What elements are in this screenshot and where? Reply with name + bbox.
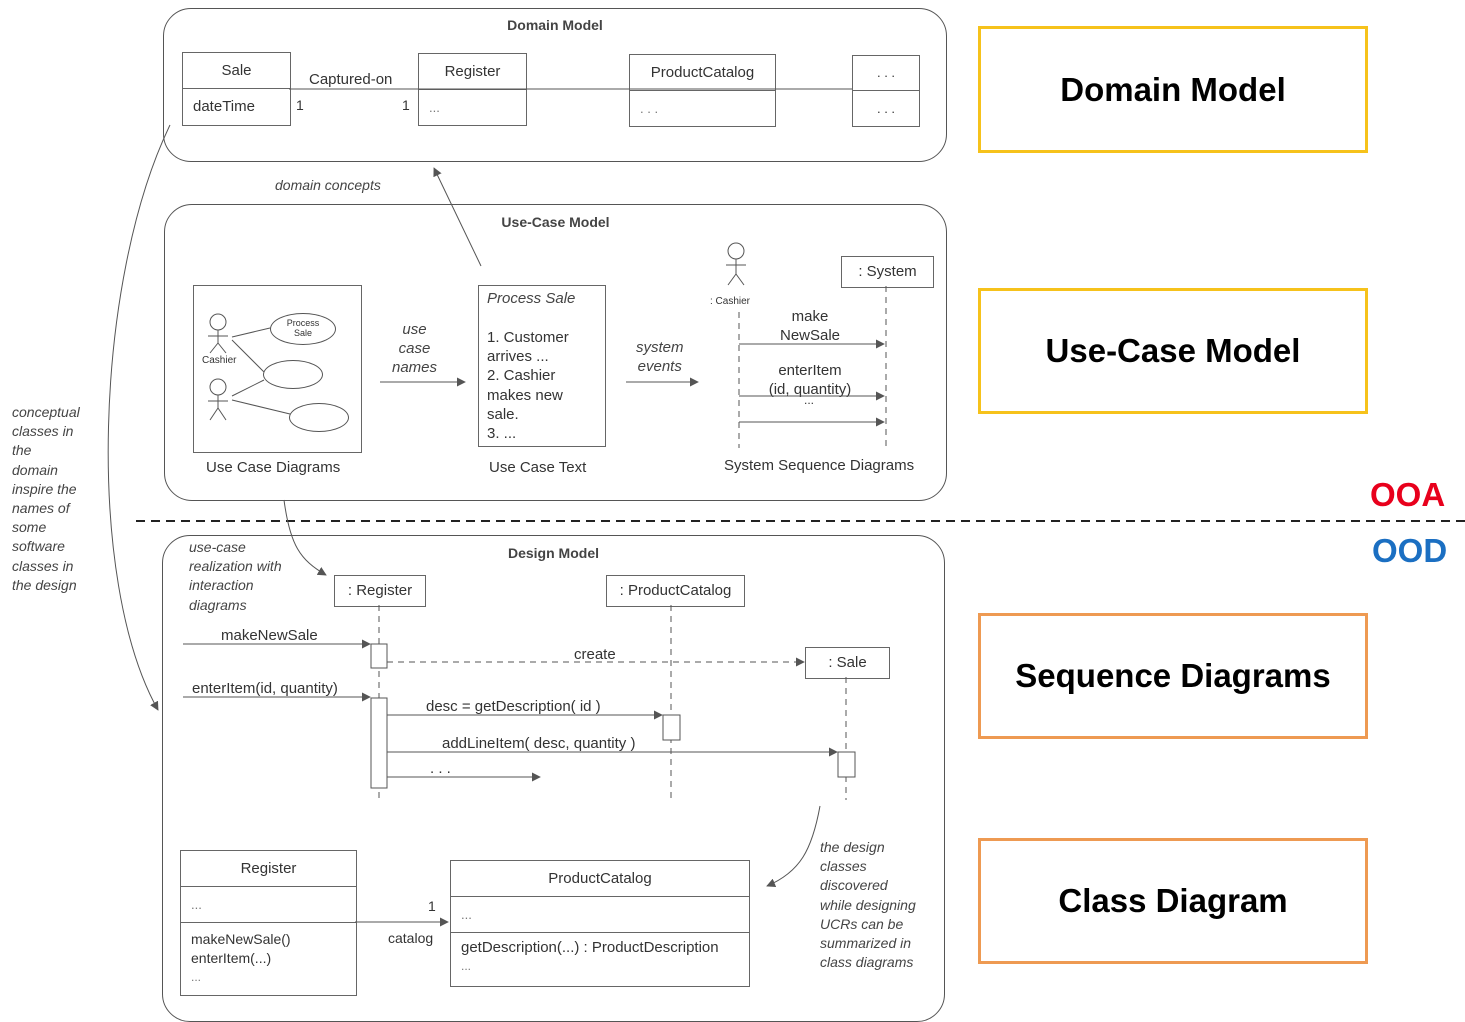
class-attr: ... [419,89,526,124]
msg-dots: . . . [430,760,451,777]
class-attr: dateTime [183,88,290,124]
ssd-msg-enter-item: enterItem (id, quantity) [768,362,852,398]
class-attr: . . . [853,90,919,125]
msg-make-new-sale: makeNewSale [221,627,318,644]
seq-sale-box: : Sale [805,647,890,679]
cashier-actor-label: Cashier [202,355,237,366]
class-attrs: ... [181,886,356,922]
system-sequence-diagrams-caption: System Sequence Diagrams [724,457,915,474]
class-ops: getDescription(...) : ProductDescription… [451,932,749,985]
side-note: conceptual classes in the domain inspire… [12,404,80,593]
use-case-model-panel: Use-Case Model [164,204,947,501]
class-name: Register [240,860,297,877]
seq-register-box: : Register [334,575,426,607]
conceptual-classes-curve [107,124,171,711]
ood-label: OOD [1372,532,1448,569]
use-case-bubble [289,403,349,432]
class-attr: . . . [630,90,775,125]
label-sequence-diagrams: Sequence Diagrams [978,613,1368,739]
domain-model-panel: Domain Model [163,8,947,162]
class-name: Sale [221,62,252,79]
msg-add-line-item: addLineItem( desc, quantity ) [442,735,636,752]
realization-note: use-case realization with interaction di… [189,539,282,613]
msg-create: create [574,646,616,663]
class-name: ProductCatalog [548,870,652,887]
register-class: Register ... [418,53,527,126]
process-sale-bubble: Process Sale [270,313,336,345]
use-case-text-box: Process Sale 1. Customer arrives ... 2. … [478,285,606,447]
msg-enter-item: enterItem(id, quantity) [192,680,338,697]
cd-product-catalog-class: ProductCatalog ... getDescription(...) :… [450,860,750,987]
class-name: . . . [876,65,896,80]
domain-concepts-label: domain concepts [275,177,381,193]
ssd-system-box: : System [841,256,934,288]
domain-model-title: Domain Model [507,17,603,33]
design-model-title: Design Model [507,545,599,561]
use-case-diagram-box [193,285,362,453]
use-case-names-label: use case names [392,321,438,376]
ssd-msg-make-new-sale: make NewSale [779,308,841,344]
product-catalog-class: ProductCatalog . . . [629,54,776,127]
assoc-label: Captured-on [309,71,393,88]
class-name: Register [444,63,501,80]
assoc-left-mult: 1 [296,97,304,113]
use-case-text-caption: Use Case Text [489,459,587,476]
seq-product-catalog-box: : ProductCatalog [606,575,745,607]
use-case-model-title: Use-Case Model [501,214,610,230]
label-class-diagram: Class Diagram [978,838,1368,964]
sale-class: Sale dateTime [182,52,291,126]
ssd-cashier-label: : Cashier [710,296,751,307]
class-name: ProductCatalog [650,64,755,81]
use-case-diagrams-caption: Use Case Diagrams [206,459,341,476]
system-events-label: system events [636,339,684,375]
label-use-case-model: Use-Case Model [978,288,1368,414]
ooa-label: OOA [1370,476,1446,513]
label-domain-model: Domain Model [978,26,1368,153]
cd-assoc-mult: 1 [428,898,436,914]
msg-get-description: desc = getDescription( id ) [426,698,601,715]
use-case-bubble [263,360,323,389]
ssd-dots: ... [804,393,815,407]
class-ops: makeNewSale() enterItem(...) ... [181,922,356,994]
assoc-right-mult: 1 [402,97,410,113]
class-diagram-note: the design classes discovered while desi… [820,839,916,971]
more-classes: . . . . . . [852,55,920,127]
cd-assoc-role: catalog [388,930,434,946]
cd-register-class: Register ... makeNewSale() enterItem(...… [180,850,357,996]
class-attrs: ... [451,896,749,932]
